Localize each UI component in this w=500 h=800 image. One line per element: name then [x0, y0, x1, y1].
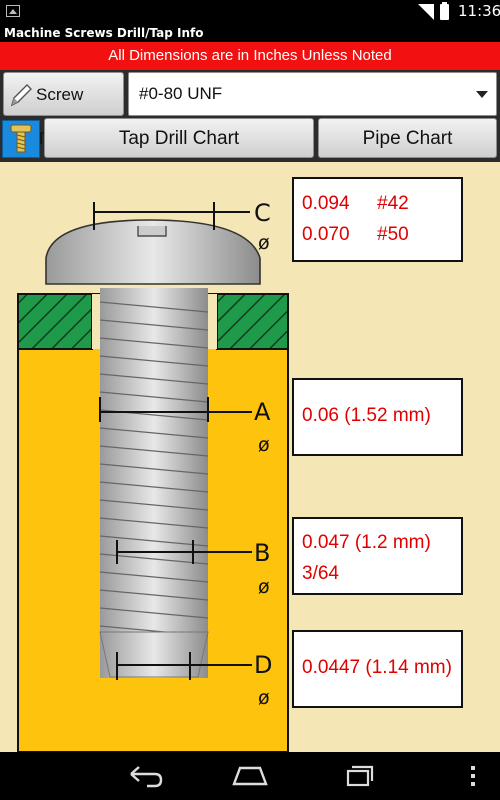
b-value-1: 0.047 (1.2 mm) — [302, 532, 431, 553]
a-value: 0.06 (1.52 mm) — [302, 405, 431, 426]
tap-drill-chart-button[interactable]: Tap Drill Chart — [44, 118, 314, 158]
image-icon — [6, 5, 20, 17]
c-drill-1: #42 — [377, 193, 409, 214]
label-c: C — [254, 199, 271, 227]
label-d-diameter: ø — [258, 687, 270, 709]
dropdown-caret-icon — [476, 91, 488, 98]
value-box-b: 0.047 (1.2 mm) 3/64 — [292, 517, 463, 595]
screw-size-dropdown[interactable]: #0-80 UNF — [128, 72, 497, 116]
navigation-bar — [0, 752, 500, 800]
back-icon[interactable] — [125, 762, 165, 790]
screw-size-value: #0-80 UNF — [139, 84, 223, 103]
screw-head — [45, 219, 261, 285]
label-c-diameter: ø — [258, 232, 270, 254]
label-a-diameter: ø — [258, 434, 270, 456]
dimension-lines — [93, 202, 252, 680]
screw-icon[interactable] — [2, 120, 40, 158]
label-a: A — [254, 398, 271, 426]
battery-icon — [440, 2, 449, 20]
pencil-icon — [10, 84, 32, 107]
d-value: 0.0447 (1.14 mm) — [302, 657, 452, 678]
app-title: Machine Screws Drill/Tap Info — [0, 24, 500, 42]
home-icon[interactable] — [230, 762, 270, 790]
screw-icon-graphic — [10, 124, 32, 153]
wifi-icon — [418, 4, 434, 20]
screw-diagram-area: C ø A ø B ø D ø 0.094 #42 0.070 #50 0.06… — [0, 162, 500, 752]
c-decimal-2: 0.070 — [302, 224, 350, 245]
b-value-2: 3/64 — [302, 563, 339, 584]
value-box-c: 0.094 #42 0.070 #50 — [292, 177, 463, 262]
status-time: 11:36 — [458, 2, 500, 20]
recent-apps-icon[interactable] — [338, 762, 378, 790]
screw-type-button[interactable]: Screw Type — [3, 72, 124, 148]
label-b: B — [254, 539, 271, 567]
units-banner: All Dimensions are in Inches Unless Note… — [0, 42, 500, 70]
screw-diagram — [17, 202, 289, 752]
value-box-d: 0.0447 (1.14 mm) — [292, 630, 463, 708]
pipe-chart-button[interactable]: Pipe Chart — [318, 118, 497, 158]
hatched-plate-right — [216, 293, 289, 350]
value-box-a: 0.06 (1.52 mm) — [292, 378, 463, 456]
status-bar: 11:36 — [0, 0, 500, 24]
c-drill-2: #50 — [377, 224, 409, 245]
controls-panel: Screw Type #0-80 UNF Tap Drill Chart Pip… — [0, 70, 500, 162]
label-b-diameter: ø — [258, 576, 270, 598]
hatched-plate-left — [17, 293, 93, 350]
menu-icon[interactable] — [468, 764, 478, 788]
screw-threads — [99, 301, 209, 637]
label-d: D — [254, 651, 273, 679]
c-decimal-1: 0.094 — [302, 193, 350, 214]
